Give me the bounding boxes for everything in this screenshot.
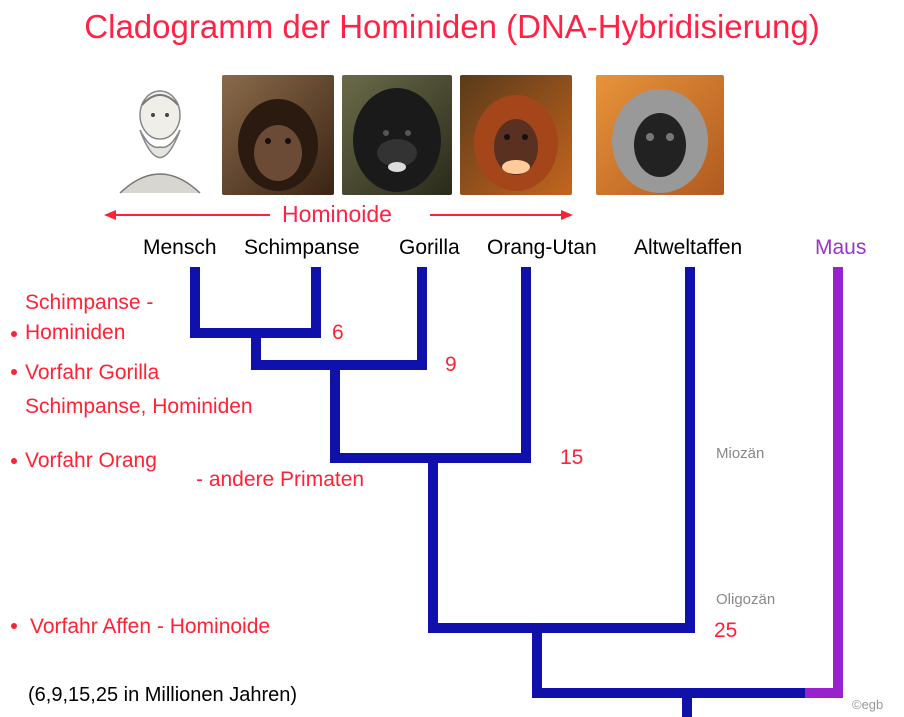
bullet-dot [11,369,17,375]
epoch-label-oligozaen: Oligozän [716,591,775,608]
species-label-maus: Maus [815,236,866,260]
divergence-time-25: 25 [714,619,737,643]
maus-branch [810,272,838,693]
node-label-vorfahr-orang-2: - andere Primaten [196,468,364,492]
species-label-altweltaffen: Altweltaffen [634,236,742,260]
hominoide-label: Hominoide [282,201,392,228]
species-label-orang-utan: Orang-Utan [487,236,597,260]
node-label-vorfahr-gorilla-1: Vorfahr Gorilla [25,361,159,385]
bullet-dot [11,623,17,629]
node-label-vorfahr-affen: Vorfahr Affen - Hominoide [30,615,270,639]
species-label-gorilla: Gorilla [399,236,460,260]
divergence-time-9: 9 [445,353,457,377]
species-label-schimpanse: Schimpanse [244,236,360,260]
credit-text: ©egb [852,697,883,712]
divergence-time-15: 15 [560,446,583,470]
node-label-vorfahr-gorilla-2: Schimpanse, Hominiden [25,395,253,419]
epoch-label-miozaen: Miozän [716,445,764,462]
tree-branches [195,272,810,717]
footer-note: (6,9,15,25 in Millionen Jahren) [28,684,297,707]
species-label-mensch: Mensch [143,236,217,260]
bullet-dot [11,458,17,464]
node-label-vorfahr-orang-1: Vorfahr Orang [25,449,157,473]
node-label-schimpanse-hominiden-1: Schimpanse - [25,291,153,315]
divergence-time-6: 6 [332,321,344,345]
bullet-dot [11,331,17,337]
node-label-schimpanse-hominiden-2: Hominiden [25,321,125,345]
